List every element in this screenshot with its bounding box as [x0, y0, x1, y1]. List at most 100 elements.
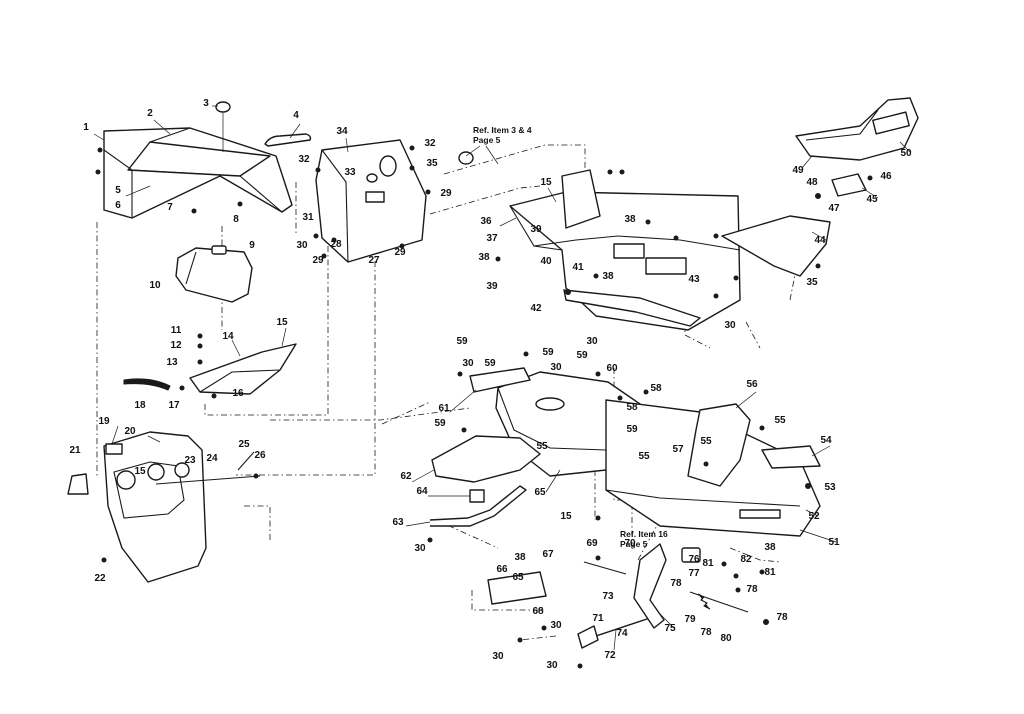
dash-panel: [103, 431, 207, 583]
callout-61: 61: [438, 403, 450, 414]
pedal-rod: [429, 485, 527, 527]
callout-39: 39: [530, 224, 542, 235]
callout-63: 63: [392, 517, 404, 528]
fuel-line: [123, 378, 171, 391]
callout-29: 29: [440, 188, 452, 199]
callout-81: 81: [702, 558, 714, 569]
hood-handle: [264, 133, 312, 147]
callout-52: 52: [808, 511, 820, 522]
callout-4: 4: [293, 110, 299, 121]
callout-31: 31: [302, 212, 314, 223]
callout-54: 54: [820, 435, 832, 446]
callout-75: 75: [664, 623, 676, 634]
callout-2: 2: [147, 108, 153, 119]
hood-panel: [103, 127, 293, 219]
callout-30: 30: [724, 320, 736, 331]
callout-38: 38: [624, 214, 636, 225]
reference-note-2: Ref. Item 16 Page 5: [620, 529, 668, 549]
callout-64: 64: [416, 486, 428, 497]
callout-65: 65: [512, 572, 524, 583]
callout-72: 72: [604, 650, 616, 661]
callout-13: 13: [166, 357, 178, 368]
callout-43: 43: [688, 274, 700, 285]
callout-71: 71: [592, 613, 604, 624]
shield-piece: [458, 151, 474, 165]
callout-pointers: [93, 105, 911, 651]
callout-59: 59: [484, 358, 496, 369]
callout-22: 22: [94, 573, 106, 584]
callout-11: 11: [171, 325, 182, 336]
fuel-cap: [215, 101, 231, 152]
callout-15: 15: [560, 511, 572, 522]
reference-note-2-line1: Ref. Item 16: [620, 529, 668, 539]
callout-9: 9: [249, 240, 255, 251]
callout-45: 45: [866, 194, 878, 205]
callout-30: 30: [492, 651, 504, 662]
callout-27: 27: [368, 255, 380, 266]
callout-59: 59: [576, 350, 588, 361]
callout-53: 53: [824, 482, 836, 493]
callout-80: 80: [720, 633, 732, 644]
callout-55: 55: [774, 415, 786, 426]
cross-shaft: [577, 615, 657, 649]
callout-76: 76: [688, 554, 700, 565]
callout-77: 77: [688, 568, 700, 579]
callout-50: 50: [900, 148, 912, 159]
callout-30: 30: [296, 240, 308, 251]
reference-note-1-line1: Ref. Item 3 & 4: [473, 125, 532, 135]
spring-rod: [689, 591, 749, 613]
callout-32: 32: [424, 138, 436, 149]
callout-23: 23: [184, 455, 196, 466]
callout-58: 58: [626, 402, 638, 413]
callout-34: 34: [336, 126, 348, 137]
callout-44: 44: [814, 235, 826, 246]
callout-67: 67: [542, 549, 554, 560]
callout-30: 30: [462, 358, 474, 369]
pedal-pad: [681, 547, 701, 563]
callout-35: 35: [806, 277, 818, 288]
callout-26: 26: [254, 450, 266, 461]
reference-note-1-line2: Page 5: [473, 135, 501, 145]
callout-12: 12: [170, 340, 182, 351]
fuel-tank: [175, 245, 253, 303]
callout-18: 18: [134, 400, 146, 411]
callout-56: 56: [746, 379, 758, 390]
seat: [795, 97, 919, 161]
callout-38: 38: [478, 252, 490, 263]
callout-81: 81: [764, 567, 776, 578]
callout-36: 36: [480, 216, 492, 227]
callout-32: 32: [298, 154, 310, 165]
tank-bracket: [189, 343, 297, 395]
callout-62: 62: [400, 471, 412, 482]
callout-55: 55: [536, 441, 548, 452]
foot-rest-rail: [469, 367, 531, 393]
seat-pan: [721, 215, 831, 277]
callout-35: 35: [426, 158, 438, 169]
rear-bracket: [687, 403, 751, 487]
callout-17: 17: [168, 400, 180, 411]
callout-69: 69: [586, 538, 598, 549]
callout-78: 78: [746, 584, 758, 595]
callout-30: 30: [586, 336, 598, 347]
callout-42: 42: [530, 303, 542, 314]
brake-pedal-arm: [633, 543, 667, 629]
callout-78: 78: [670, 578, 682, 589]
callout-20: 20: [124, 426, 136, 437]
callout-59: 59: [456, 336, 468, 347]
callout-30: 30: [550, 362, 562, 373]
callout-30: 30: [550, 620, 562, 631]
callout-59: 59: [542, 347, 554, 358]
callout-58: 58: [650, 383, 662, 394]
callout-73: 73: [602, 591, 614, 602]
callout-19: 19: [98, 416, 110, 427]
callout-5: 5: [115, 185, 121, 196]
callout-47: 47: [828, 203, 840, 214]
foot-rest-left: [431, 435, 541, 483]
callout-51: 51: [828, 537, 840, 548]
brake-bracket: [469, 489, 485, 503]
callout-79: 79: [684, 614, 696, 625]
tow-plate: [761, 445, 821, 469]
callout-74: 74: [616, 628, 628, 639]
